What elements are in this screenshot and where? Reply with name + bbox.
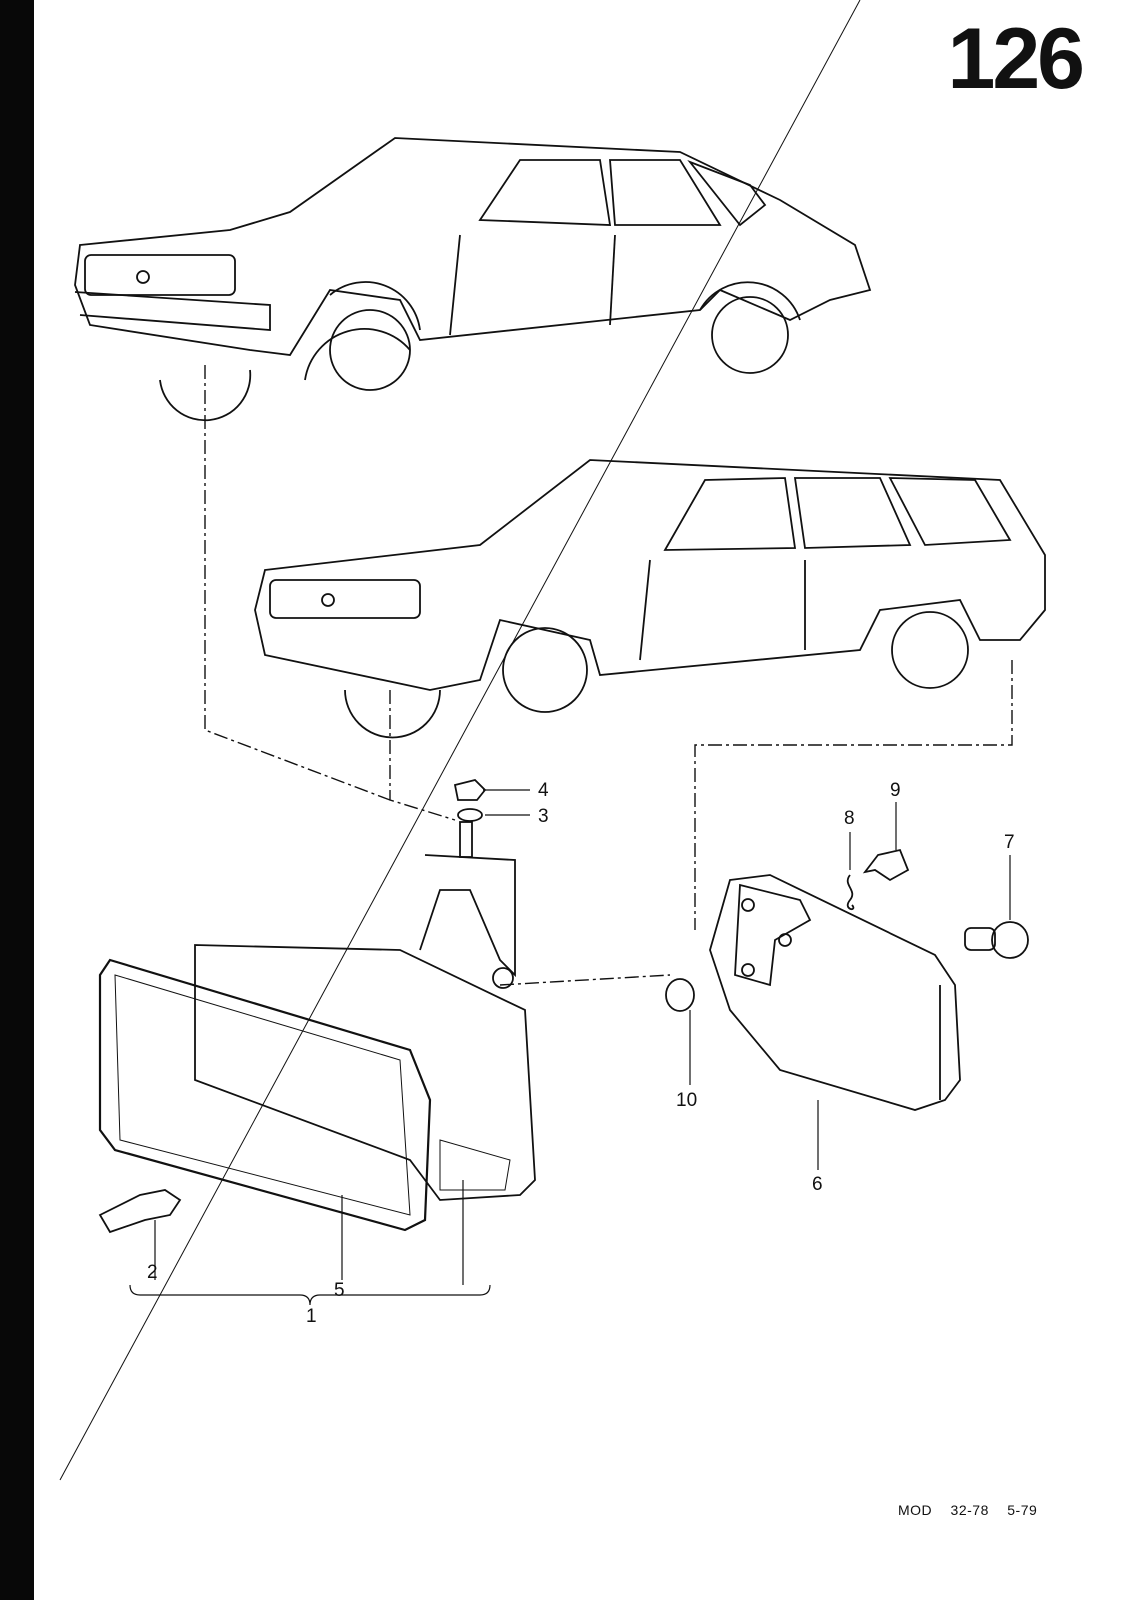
callout-7: 7 <box>1004 832 1015 853</box>
leader-lines <box>204 365 1013 986</box>
crease-line <box>59 0 861 1481</box>
page-number: 126 <box>947 11 1085 107</box>
print-date: 5-79 <box>1007 1502 1038 1518</box>
footer: MOD 32-78 5-79 <box>898 1502 1037 1518</box>
callout-5: 5 <box>334 1280 345 1301</box>
callout-10: 10 <box>676 1090 698 1111</box>
callout-1: 1 <box>306 1306 317 1327</box>
model-code: MOD 32-78 <box>898 1502 989 1518</box>
callout-8: 8 <box>844 808 855 829</box>
callout-3: 3 <box>538 806 549 827</box>
callout-4: 4 <box>538 780 549 801</box>
binding-edge <box>0 0 34 1600</box>
callout-9: 9 <box>890 780 901 801</box>
callout-leaders <box>129 789 1011 1306</box>
wagon-illustration <box>254 459 1046 739</box>
fog-lamp-assembly <box>98 779 536 1234</box>
sedan-illustration <box>74 137 872 422</box>
callout-6: 6 <box>812 1174 823 1195</box>
lamp-housing <box>665 848 1029 1111</box>
callout-2: 2 <box>147 1262 158 1283</box>
